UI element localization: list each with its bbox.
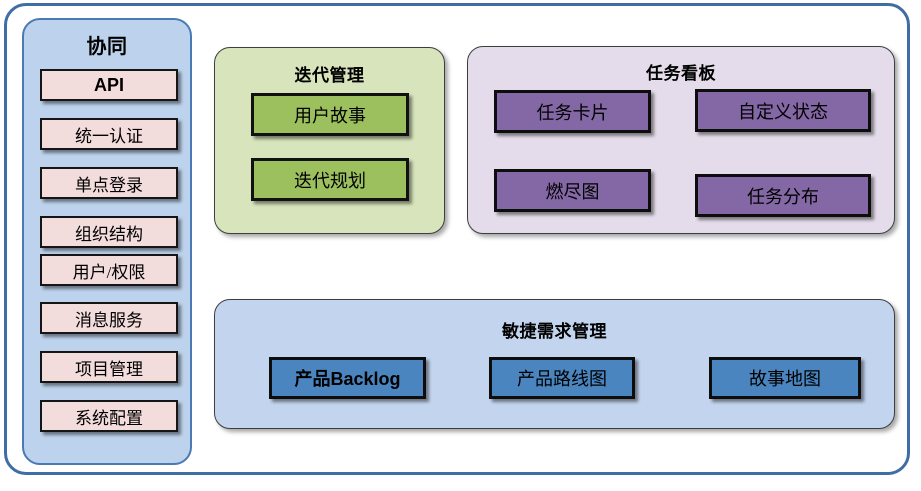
sidebar-item-single-sign-on[interactable]: 单点登录 [40, 167, 178, 199]
outer-frame [4, 3, 910, 475]
sidebar-panel-collaboration: 协同 API 统一认证 单点登录 组织结构 用户/权限 消息服务 项目管理 系统… [22, 18, 192, 465]
panel-task-board: 任务看板 任务卡片 自定义状态 燃尽图 任务分布 [467, 46, 895, 234]
sidebar-item-message-service[interactable]: 消息服务 [40, 302, 178, 334]
sidebar-title: 协同 [86, 36, 128, 58]
card-iteration-planning[interactable]: 迭代规划 [251, 158, 409, 201]
card-custom-status[interactable]: 自定义状态 [695, 89, 871, 132]
card-story-map[interactable]: 故事地图 [709, 357, 861, 399]
card-task-distribution[interactable]: 任务分布 [695, 174, 871, 217]
sidebar-item-api[interactable]: API [40, 69, 178, 101]
panel-agile-title: 敏捷需求管理 [502, 322, 607, 341]
panel-iteration-management: 迭代管理 用户故事 迭代规划 [214, 47, 445, 234]
sidebar-item-project-management[interactable]: 项目管理 [40, 351, 178, 383]
card-product-backlog[interactable]: 产品Backlog [269, 357, 426, 399]
sidebar-item-unified-auth[interactable]: 统一认证 [40, 118, 178, 150]
card-burndown-chart[interactable]: 燃尽图 [494, 169, 651, 212]
sidebar-item-org-structure[interactable]: 组织结构 [40, 216, 178, 248]
sidebar-item-system-config[interactable]: 系统配置 [40, 400, 178, 432]
panel-iteration-title: 迭代管理 [294, 66, 365, 85]
card-product-roadmap[interactable]: 产品路线图 [489, 357, 635, 399]
panel-task-board-title: 任务看板 [646, 64, 716, 83]
card-user-story[interactable]: 用户故事 [251, 93, 409, 136]
panel-agile-requirement-management: 敏捷需求管理 产品Backlog 产品路线图 故事地图 [214, 299, 895, 429]
card-task-card[interactable]: 任务卡片 [494, 90, 651, 133]
sidebar-item-user-permission[interactable]: 用户/权限 [40, 254, 178, 286]
